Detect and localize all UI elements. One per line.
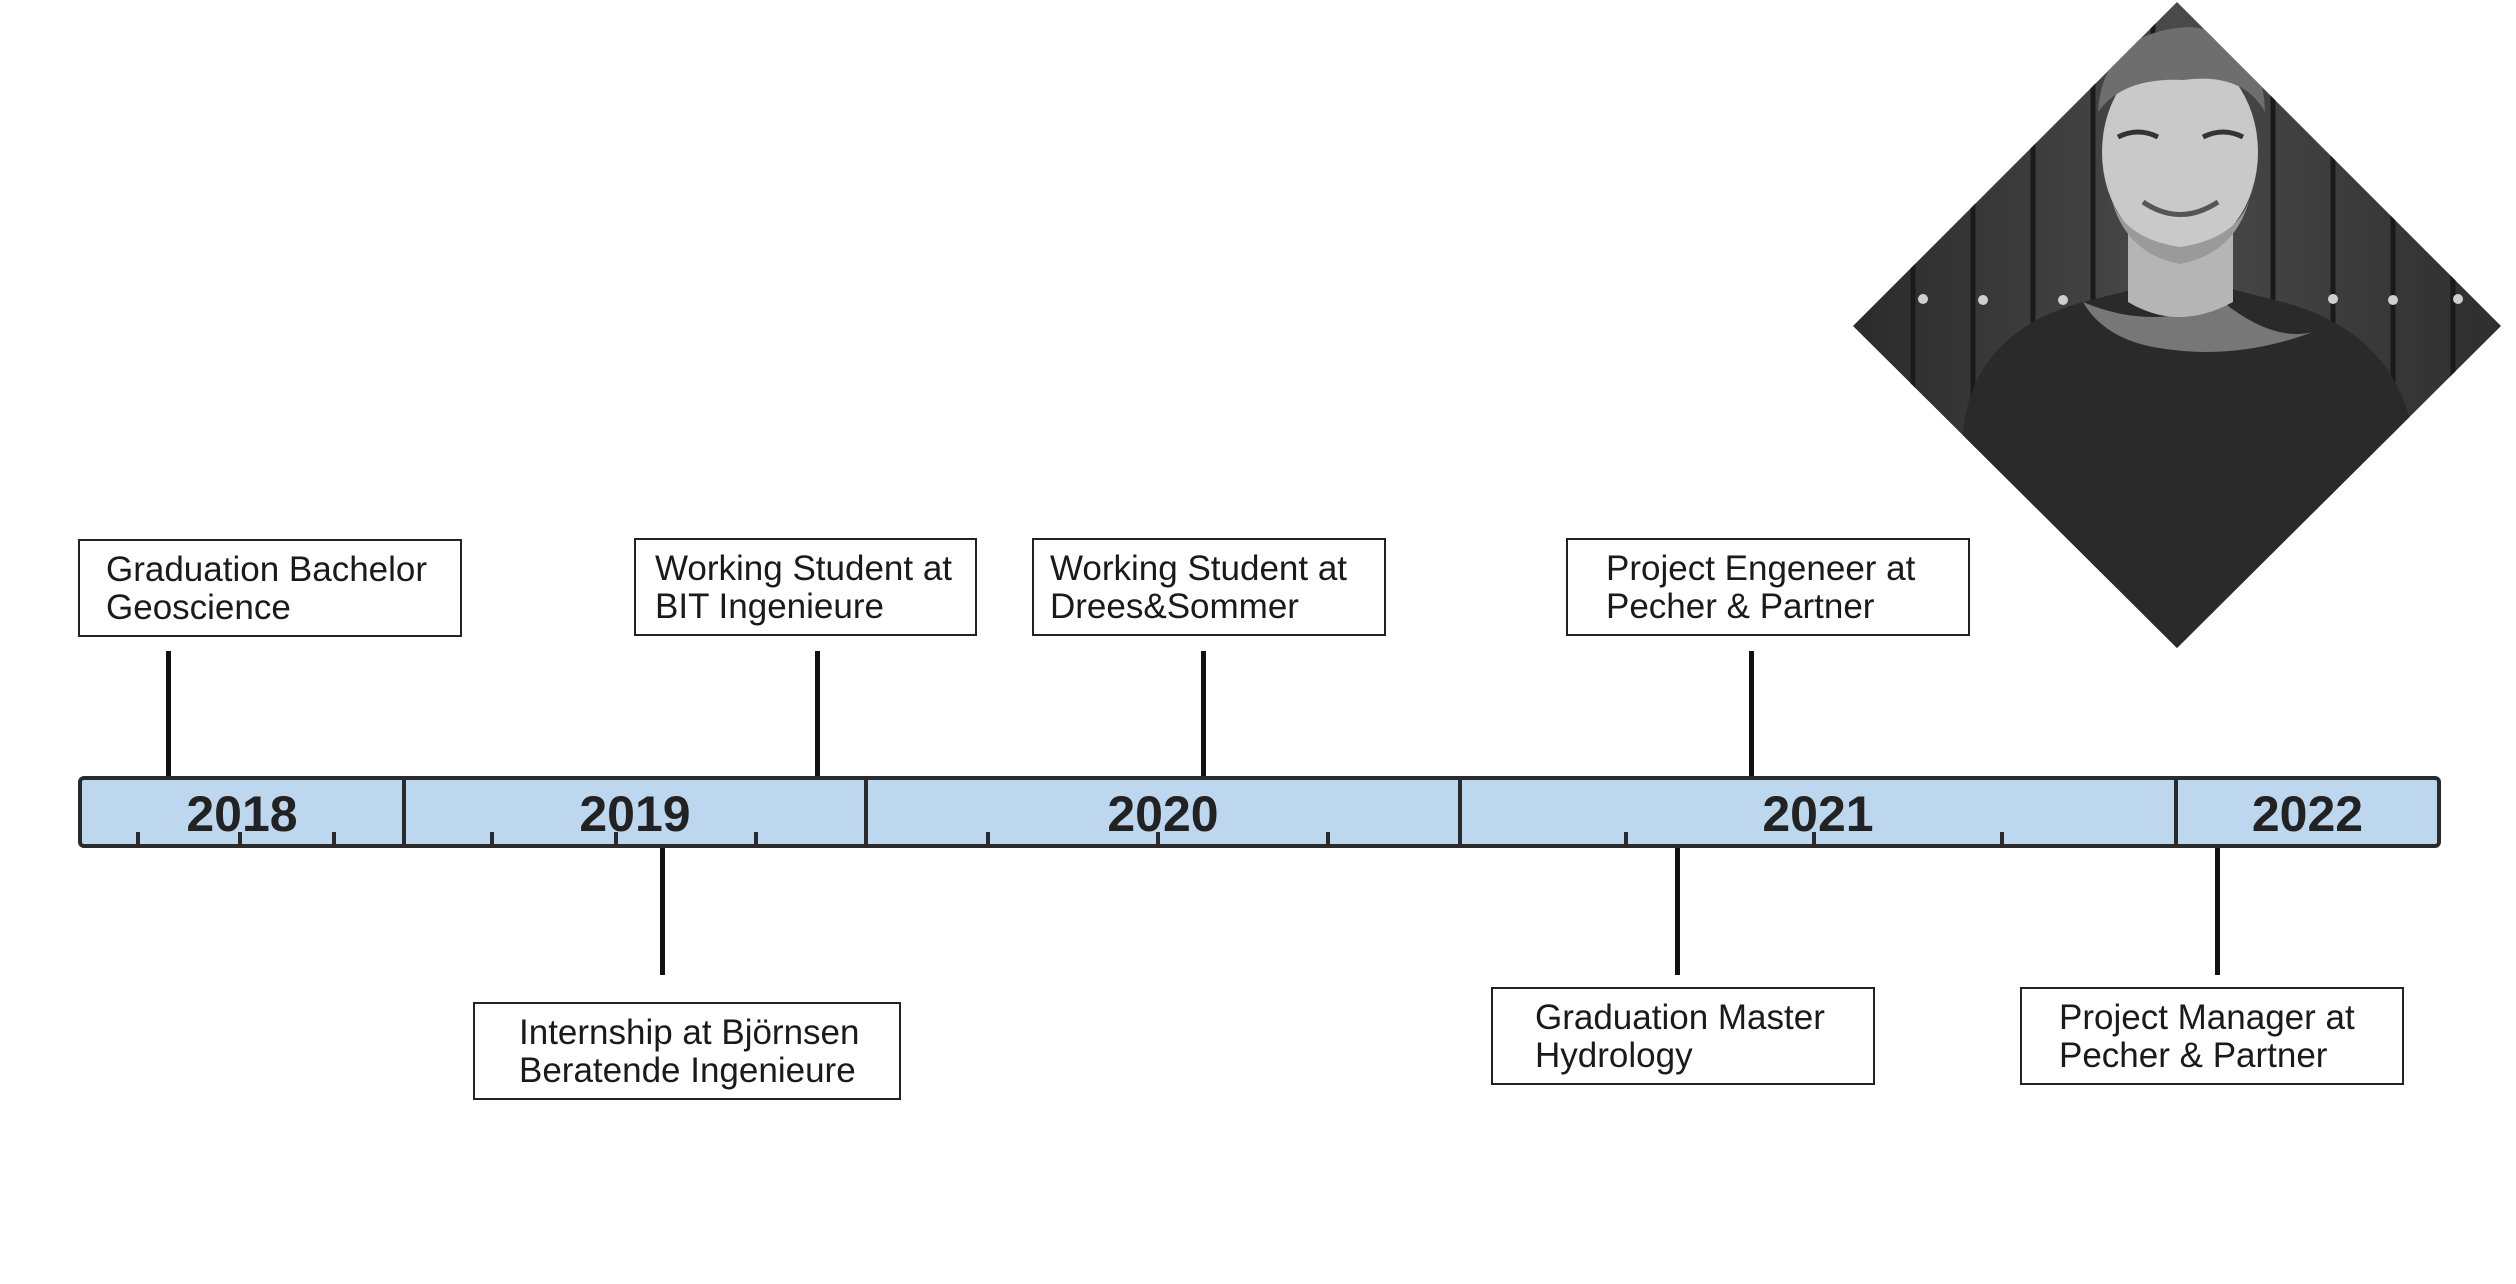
event-label-line1: Project Engeneer at [1606, 549, 1916, 588]
year-label-2022: 2022 [2251, 786, 2364, 842]
year-divider [1458, 780, 1462, 844]
tick-mark [136, 832, 140, 844]
event-label-line2: Geoscience [106, 588, 291, 627]
event-graduation-master: Graduation Master Hydrology [1491, 987, 1875, 1085]
connector-project-engineer [1749, 651, 1754, 776]
timeline-bar: 2018 2019 2020 2021 2022 [78, 776, 2441, 848]
tick-mark [614, 832, 618, 844]
connector-graduation-bachelor [166, 651, 171, 776]
connector-working-student-bit [815, 651, 820, 776]
event-label-line1: Working Student at [1050, 549, 1348, 588]
event-label-line1: Internship at Björnsen [519, 1013, 860, 1052]
event-working-student-drees: Working Student at Drees&Sommer [1032, 538, 1386, 636]
tick-mark [754, 832, 758, 844]
event-label-line2: Pecher & Partner [1606, 587, 1875, 626]
tick-mark [332, 832, 336, 844]
event-graduation-bachelor: Graduation Bachelor Geoscience [78, 539, 462, 637]
event-label-line2: Beratende Ingenieure [519, 1051, 856, 1090]
tick-mark [1156, 832, 1160, 844]
year-divider [864, 780, 868, 844]
event-label-line1: Project Manager at [2059, 998, 2355, 1037]
event-label-line1: Working Student at [655, 549, 953, 588]
tick-mark [2000, 832, 2004, 844]
event-working-student-bit: Working Student at BIT Ingenieure [634, 538, 977, 636]
tick-mark [490, 832, 494, 844]
tick-mark [1624, 832, 1628, 844]
connector-working-student-drees [1201, 651, 1206, 776]
tick-mark [1326, 832, 1330, 844]
year-label-2018: 2018 [186, 786, 298, 842]
year-label-2019: 2019 [579, 786, 691, 842]
tick-mark [238, 832, 242, 844]
event-internship: Internship at Björnsen Beratende Ingenie… [473, 1002, 901, 1100]
event-label-line1: Graduation Master [1535, 998, 1825, 1037]
event-label-line2: Pecher & Partner [2059, 1036, 2328, 1075]
event-label-line2: BIT Ingenieure [655, 587, 884, 626]
connector-internship [660, 848, 665, 975]
year-label-2021: 2021 [1762, 786, 1874, 842]
year-divider [402, 780, 406, 844]
tick-mark [986, 832, 990, 844]
event-project-engineer: Project Engeneer at Pecher & Partner [1566, 538, 1970, 636]
event-project-manager: Project Manager at Pecher & Partner [2020, 987, 2404, 1085]
event-label-line2: Hydrology [1535, 1036, 1693, 1075]
year-label-2020: 2020 [1107, 786, 1219, 842]
year-divider [2174, 780, 2178, 844]
event-label-line1: Graduation Bachelor [106, 550, 428, 589]
tick-mark [1812, 832, 1816, 844]
connector-graduation-master [1675, 848, 1680, 975]
connector-project-manager [2215, 848, 2220, 975]
event-label-line2: Drees&Sommer [1050, 587, 1299, 626]
